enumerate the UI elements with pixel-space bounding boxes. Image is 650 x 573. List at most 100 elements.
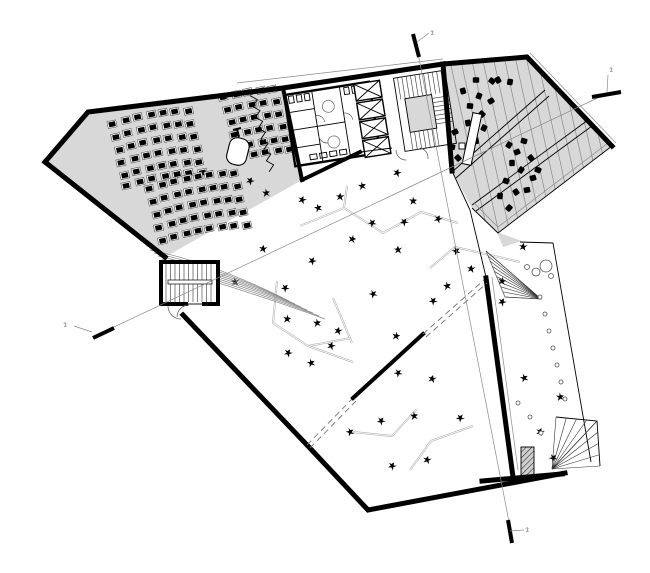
seat-icon [177, 215, 189, 226]
seat-icon [191, 144, 204, 155]
seat-icon [241, 126, 254, 137]
elevator-shaft [352, 79, 383, 102]
seat-icon [184, 118, 196, 129]
hatched-pier [520, 446, 535, 478]
plant-icon [398, 216, 410, 228]
seat-icon [181, 173, 193, 184]
spiral-stair-circle [531, 267, 541, 277]
gallery-glass-edge [552, 242, 592, 463]
ramp-hatch-line [487, 255, 542, 300]
ramp-hatch-line [502, 291, 542, 300]
gallery-light-circles [515, 294, 568, 436]
light-circle [562, 396, 568, 402]
zigzag-wall-line [249, 95, 275, 172]
hall-long-table [458, 112, 483, 166]
seat-icon [115, 157, 127, 168]
chair-icon [472, 77, 480, 83]
plant-icon [421, 454, 433, 465]
gallery-strip [485, 241, 601, 478]
plant-icon [392, 366, 404, 379]
section-cut-mark-bottom [506, 519, 514, 544]
light-circle [515, 400, 521, 406]
seat-icon [134, 176, 146, 187]
seat-icon [181, 157, 193, 168]
seat-icon [162, 205, 174, 216]
plant-icon [393, 245, 403, 254]
section-label-top: 2 [430, 30, 435, 37]
stair-tread [401, 76, 406, 99]
seat-icon [211, 195, 223, 206]
hall-ramp-bands [451, 89, 613, 234]
seat-icon [203, 223, 215, 234]
bench-line-core [409, 425, 474, 471]
seat-icon [125, 140, 137, 151]
seat-icon [136, 137, 149, 148]
spiral-stair-circles [524, 259, 554, 279]
plant-icon [279, 282, 291, 294]
bench-line-core [332, 297, 353, 344]
seat-icon [186, 199, 199, 210]
bench-line [429, 246, 521, 269]
spiral-stair-circle [548, 273, 554, 279]
stair-block-south [159, 260, 220, 318]
elevator-x [359, 98, 383, 121]
stair-tread [397, 77, 402, 100]
spiral-stair-circle [524, 264, 530, 270]
side-square [458, 142, 466, 150]
ramp-hatch-line [500, 286, 542, 300]
light-circle [542, 311, 548, 317]
seat-icon [173, 202, 185, 213]
courtyard-edge-line [306, 279, 488, 449]
plant-icon [296, 194, 308, 205]
seat-icon [197, 197, 210, 208]
fan-stair-tread [551, 443, 599, 470]
seat-icon [187, 131, 200, 142]
seat-icon [171, 189, 184, 200]
plant-icon [282, 347, 294, 359]
seat-icon [231, 181, 244, 192]
section-label-left: 2 [63, 322, 68, 329]
seat-icon [203, 169, 215, 180]
gallery-top-wedge [497, 232, 522, 247]
seat-icon [182, 186, 195, 197]
seat-icon [272, 145, 285, 156]
elevator-bank [352, 79, 392, 159]
bench-line [409, 425, 474, 471]
seat-icon [246, 99, 258, 110]
stair-tread [409, 132, 414, 151]
plant-icon [312, 317, 323, 329]
stair-tread [414, 131, 418, 150]
section-line-vertical: 2 2 [411, 30, 530, 544]
seat-icon [218, 181, 230, 192]
fan-stair-tread [551, 432, 598, 470]
seat-icon [168, 106, 181, 117]
seat-icon [130, 166, 142, 177]
plant-icon [426, 373, 438, 384]
floor-stripe [458, 57, 501, 233]
plant-icon [496, 296, 508, 308]
stair-tread [435, 128, 440, 147]
plant-icon [348, 234, 357, 244]
stair-tread [418, 130, 422, 149]
seat-icon [161, 120, 173, 131]
stair-tread [418, 74, 423, 96]
plant-icon [392, 331, 401, 341]
hall-top-right-floor [443, 57, 612, 233]
seat-icon [140, 150, 153, 161]
plant-icon [391, 167, 403, 178]
ramp-hatch-line [485, 250, 542, 300]
seat-icon [237, 207, 249, 218]
seat-icon [120, 115, 132, 126]
seat-icon [248, 149, 260, 160]
ramp-hatch-line [490, 260, 542, 300]
seat-icon [226, 117, 238, 128]
courtyard-benches [272, 185, 521, 471]
elevator-shaft [361, 135, 392, 159]
seat-icon [182, 106, 195, 116]
seat-icon [156, 160, 168, 171]
seat-icon [261, 110, 274, 121]
seat-icon [157, 107, 169, 118]
stair-tread [405, 76, 410, 99]
